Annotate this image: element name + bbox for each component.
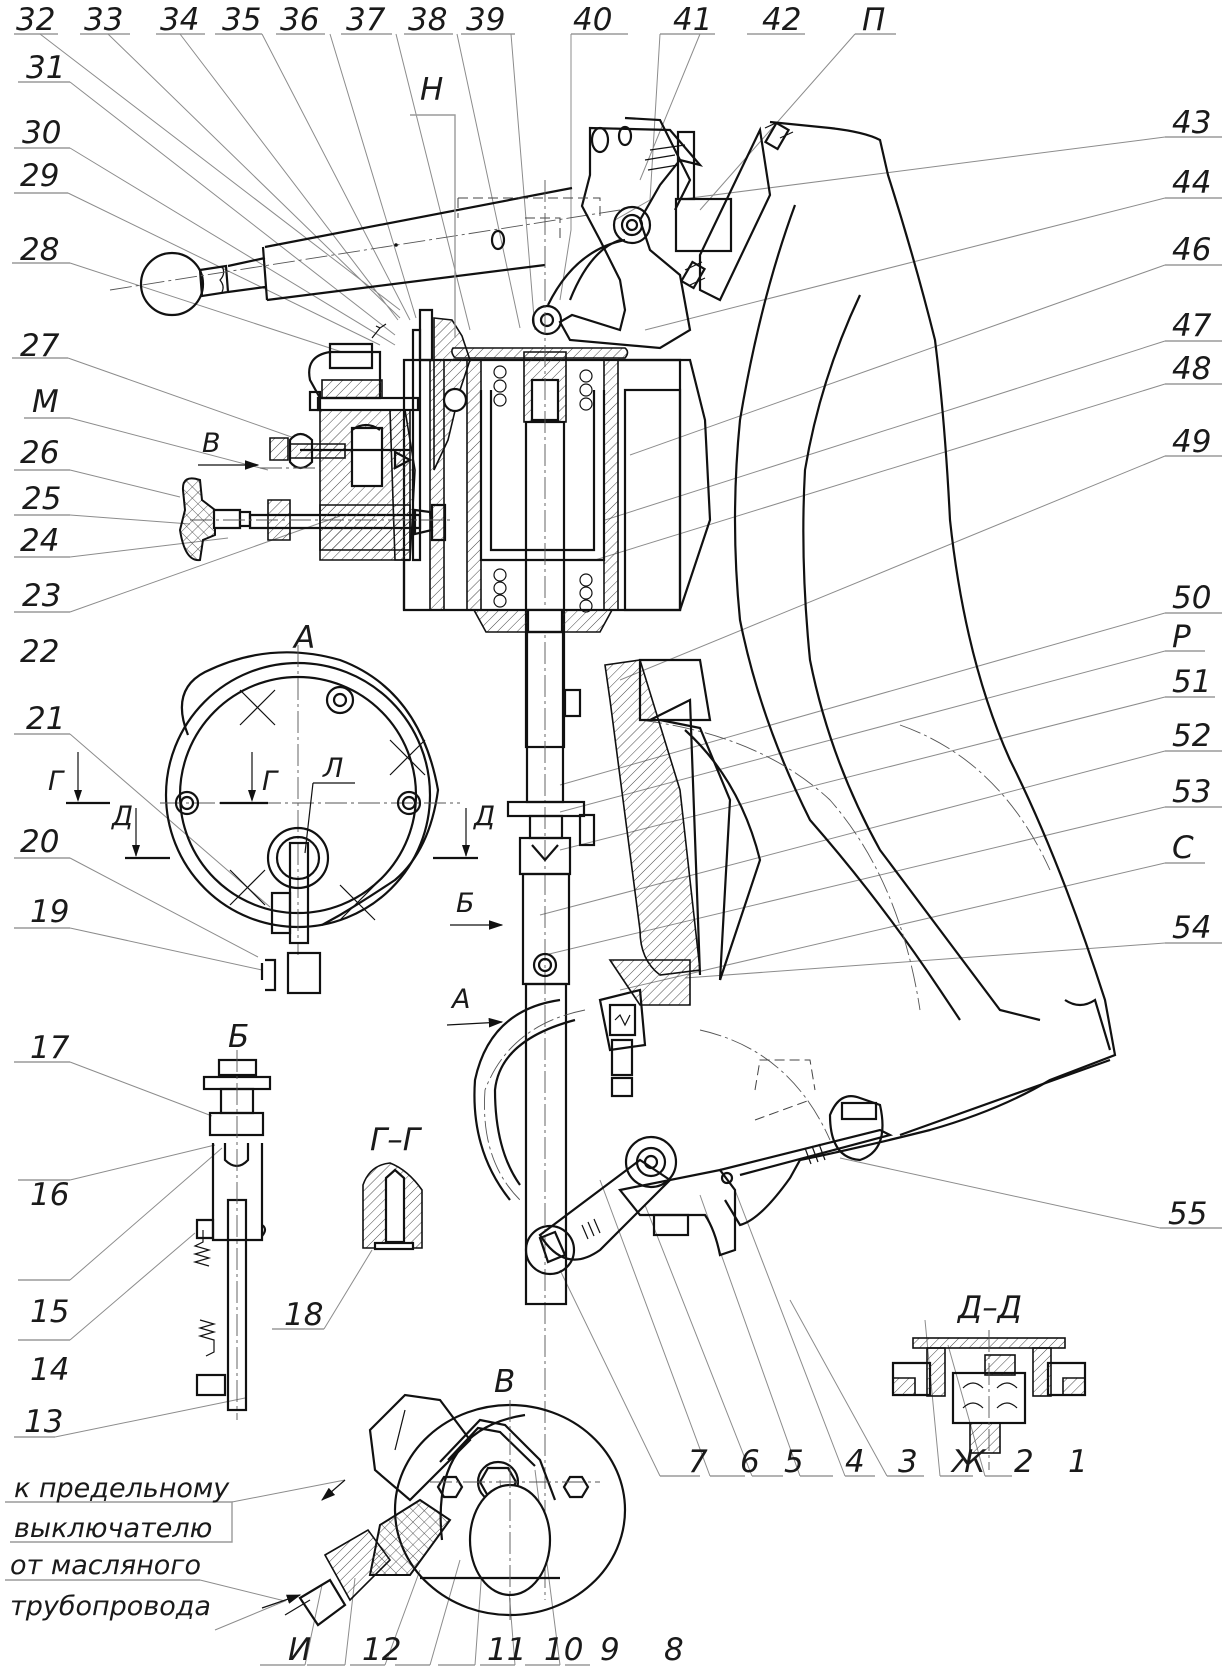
callout-15: 15: [30, 1294, 69, 1330]
latch-bracket: [457, 116, 794, 350]
arrow-oil-inlet-icon: [261, 1594, 302, 1609]
callout-R: Р: [1172, 619, 1191, 655]
callout-9: 9: [600, 1632, 620, 1668]
lower-spring: [493, 568, 593, 613]
callout-36: 36: [280, 2, 319, 38]
cylinder-unit: [402, 180, 712, 1600]
callout-16: 16: [30, 1177, 69, 1213]
note-limit-switch-2: выключателю: [14, 1513, 212, 1544]
callout-30: 30: [22, 115, 61, 151]
view-b: [192, 1050, 272, 1420]
callout-I: И: [288, 1632, 311, 1668]
callout-54: 54: [1172, 910, 1211, 946]
section-title-DD: Д–Д: [956, 1290, 1022, 1326]
callout-21: 21: [26, 701, 65, 737]
section-d-d: [891, 1330, 1087, 1470]
callout-14: 14: [30, 1352, 69, 1388]
callout-12: 12: [362, 1632, 401, 1668]
housing-main: [639, 120, 1117, 1227]
callout-1: 1: [1068, 1444, 1088, 1480]
callout-7: 7: [688, 1444, 708, 1480]
arrow-label-V: В: [202, 428, 221, 459]
callout-53: 53: [1172, 774, 1211, 810]
callout-Zh: Ж: [950, 1444, 987, 1480]
note-limit-switch-1: к предельному: [14, 1473, 230, 1504]
callout-31: 31: [26, 50, 65, 86]
callout-46: 46: [1172, 232, 1211, 268]
callout-M: М: [32, 384, 59, 420]
callout-35: 35: [222, 2, 261, 38]
callout-41: 41: [673, 2, 712, 38]
arrow-label-A: А: [450, 984, 470, 1015]
arrow-label-B: Б: [456, 888, 475, 919]
callout-29: 29: [20, 158, 59, 194]
view-title-V: В: [494, 1364, 515, 1400]
callout-32: 32: [16, 2, 55, 38]
arrow-limit-switch-icon: [321, 1479, 346, 1501]
upper-spring: [493, 365, 593, 411]
note-oil-line-1: от масляного: [10, 1550, 201, 1581]
callout-49: 49: [1172, 424, 1211, 460]
return-spring: [581, 1218, 601, 1240]
push-rod: [506, 630, 596, 1306]
callout-22: 22: [20, 634, 59, 670]
slide-plate: [473, 658, 894, 1276]
callout-34: 34: [160, 2, 199, 38]
callout-37: 37: [346, 2, 386, 38]
callout-44: 44: [1172, 165, 1211, 201]
callout-2: 2: [1014, 1444, 1034, 1480]
section-title-GG: Г–Г: [370, 1122, 423, 1158]
callout-43: 43: [1172, 105, 1211, 141]
view-title-A: А: [292, 620, 315, 656]
callout-4: 4: [845, 1444, 865, 1480]
callout-11: 11: [487, 1632, 526, 1668]
callout-18: 18: [284, 1297, 323, 1333]
leader-lines: [5, 33, 1222, 1666]
callout-42: 42: [762, 2, 801, 38]
valve-assembly: [178, 308, 471, 610]
callout-S: С: [1172, 830, 1194, 866]
view-v: [284, 1393, 627, 1627]
callout-33: 33: [84, 2, 123, 38]
callout-3: 3: [898, 1444, 918, 1480]
callout-23: 23: [22, 578, 61, 614]
cut-label-D-left: Д: [111, 801, 133, 832]
callout-10: 10: [544, 1632, 583, 1668]
callout-20: 20: [20, 824, 59, 860]
callout-8: 8: [664, 1632, 684, 1668]
callout-40: 40: [573, 2, 612, 38]
view-label-H: Н: [420, 72, 443, 108]
view-title-B: Б: [228, 1019, 249, 1055]
callout-27: 27: [20, 328, 60, 364]
callout-P: П: [862, 2, 885, 38]
cut-label-D-right: Д: [473, 801, 495, 832]
callout-L: Л: [322, 753, 343, 784]
callout-38: 38: [408, 2, 447, 38]
callout-39: 39: [466, 2, 505, 38]
cut-label-G-right: Г: [262, 766, 279, 797]
section-g-g: [362, 1162, 423, 1251]
callout-25: 25: [22, 481, 61, 517]
note-oil-line-2: трубопровода: [10, 1591, 211, 1622]
callout-52: 52: [1172, 718, 1211, 754]
handle-lever: [109, 186, 621, 317]
callout-6: 6: [740, 1444, 760, 1480]
callout-19: 19: [30, 894, 69, 930]
cut-label-G-left: Г: [48, 766, 65, 797]
callout-5: 5: [784, 1444, 804, 1480]
callout-28: 28: [20, 232, 59, 268]
callout-17: 17: [30, 1030, 70, 1066]
callout-13: 13: [24, 1404, 63, 1440]
callout-55: 55: [1168, 1196, 1207, 1232]
callout-26: 26: [20, 435, 59, 471]
arrow-a-icon: [446, 1017, 504, 1028]
view-a: [66, 645, 478, 995]
callout-50: 50: [1172, 580, 1211, 616]
callout-51: 51: [1172, 664, 1211, 700]
callout-24: 24: [20, 523, 59, 559]
callout-48: 48: [1172, 351, 1211, 387]
callout-47: 47: [1172, 308, 1212, 344]
